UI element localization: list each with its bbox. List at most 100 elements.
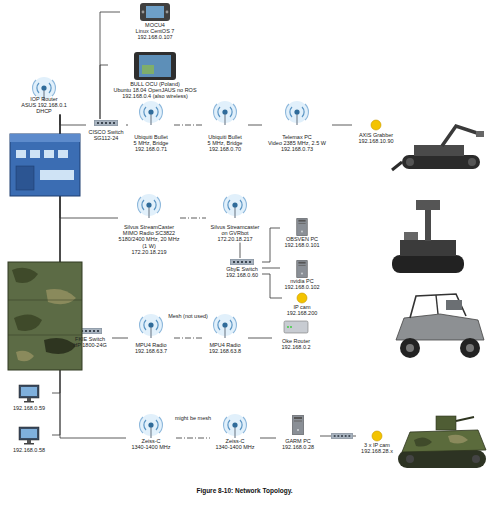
robot-track [392,255,464,273]
device-label: 192.168.0.107 [120,34,190,40]
network-link [100,65,108,119]
device-label: AXIS Grabber [352,132,400,138]
monitor-screen [21,429,37,438]
device-label: IP cam [282,304,322,310]
device-label: Telemax PC [262,134,332,140]
network-device: 192.168.0.58 [6,425,52,453]
network-link [52,115,60,435]
shelter-body [8,262,82,370]
network-link [174,338,202,339]
network-device: MPU4 Radio192.168.63.8 [202,312,248,354]
wifi-icon [140,314,163,338]
network-link [248,338,272,339]
network-link [60,115,86,125]
device-label: BULL OCU (Poland) [108,81,202,87]
ugv-turret [436,416,456,430]
wifi-icon [214,314,237,338]
pc-tower [292,415,304,435]
network-device: Telemax PCVideo 2385 MHz, 2.5 W192.168.0… [262,104,332,153]
robot-camera [416,200,440,210]
device-label: 192.168.0.71 [128,146,174,152]
device-label: Zeiss-C [210,438,260,444]
device-label: Ubiquiti Bullet [128,134,174,140]
network-device: Silvus Streamcasteron GVRbot172.20.18.21… [206,196,264,243]
network-link [240,243,241,258]
ugv-body [402,430,486,452]
device-label: 192.168.0.59 [6,405,52,411]
switch-icon [230,259,254,265]
ugv-wheel [472,455,480,463]
device-label: 192.168.63.8 [202,348,248,354]
network-device: 3 x IP cam192.168.28.x [356,430,398,454]
switch-icon [331,433,353,439]
device-label: OBSVEN PC [280,236,324,242]
device-label: CISCO Switch [86,129,126,135]
network-device: GbyE Switch192.168.0.60 [222,258,262,278]
device-label: 192.168.0.102 [280,284,324,290]
robot-gripper [476,131,484,137]
device-label: 5 MHz, Bridge [202,140,248,146]
camo-patch [448,435,468,444]
network-link [126,125,128,126]
shelter-rib [8,335,82,336]
controller-body [140,3,170,21]
device-label: FKIE Switch [68,336,112,342]
robot-arm [442,126,480,146]
device-label: MPU4 Radio [202,342,248,348]
link-label: might be mesh [173,415,213,421]
device-label: 192.168.200 [282,310,322,316]
network-device: Silvus StreamCasterMIMO Radio SC38225180… [118,196,180,255]
camera-dot [371,120,381,130]
device-label: 172.20.18.217 [206,236,264,242]
figure-caption: Figure 8-10: Network Topology. [0,487,489,495]
device-label: Zeiss-C [126,438,176,444]
network-link [260,438,276,439]
vehicle-wheel [460,338,480,358]
device-label: Ubiquiti Bullet [202,134,248,140]
wifi-icon [138,194,161,218]
network-device: IOP RouterASUS 192.168.0.1DHCP [8,76,80,115]
camo-patch [46,289,76,304]
network-device: Ubiquiti Bullet5 MHz, Bridge192.168.0.70 [202,104,248,153]
network-link [262,268,280,269]
camo-patch [12,268,38,283]
vehicle-body [396,314,484,340]
device-label: MPU4 Radio [128,342,174,348]
vehicle-equipment [446,300,462,310]
device-label: 192.168.0.58 [6,447,52,453]
container-window [58,150,68,158]
tablet-screen-detail [142,65,154,74]
network-device: 192.168.0.59 [6,383,52,411]
robot-box [404,232,418,240]
ugv-track [398,450,486,468]
network-link [60,115,126,438]
ugv-wheel [406,455,414,463]
pc-tower [297,218,308,236]
device-label: Oke Router [272,338,320,344]
device-label: DHCP [8,108,80,114]
robot-body [400,240,456,256]
device-label: Silvus Streamcaster [206,224,264,230]
device-label: Ubuntu 18.04 OpenJAUS no ROS [108,87,202,93]
network-device: Oke Router192.168.0.2 [272,318,320,350]
device-label: MIMO Radio SC3822 [118,230,180,236]
container-window [40,170,74,180]
monitor-base [24,443,34,445]
device-label: 192.168.0.60 [222,272,262,278]
device-label: Silvus StreamCaster [118,224,180,230]
monitor-stand [27,440,31,443]
device-label: GbyE Switch [222,266,262,272]
link-label: Mesh (not used) [168,313,208,319]
device-label: ASUS 192.168.0.1 [8,102,80,108]
wheel-hub [466,344,474,352]
wifi-icon [224,414,247,438]
wifi-icon [140,101,163,125]
robot-mast [425,208,431,241]
router-led [290,326,292,328]
network-link [332,125,352,126]
camera-dot [297,293,307,303]
device-label: HP 1800-24G [68,342,112,348]
device-label: 192.168.0.101 [280,242,324,248]
